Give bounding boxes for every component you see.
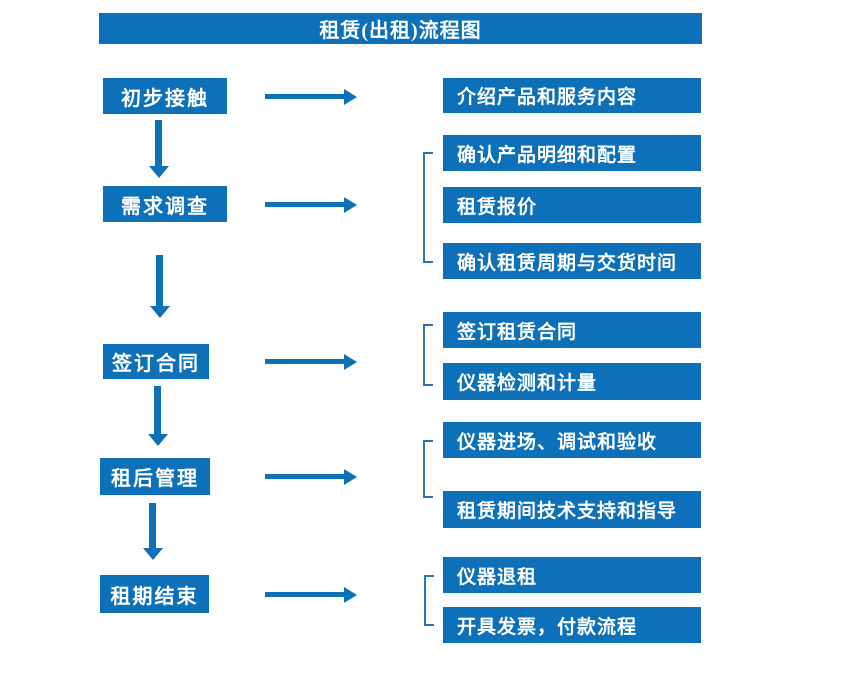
step-post-rental-management: 租后管理 [100, 458, 210, 495]
detail-instrument-return: 仪器退租 [443, 557, 701, 593]
detail-instrument-arrival-acceptance: 仪器进场、调试和验收 [443, 422, 701, 458]
arrow-down-icon [148, 120, 169, 178]
bracket-rental-end-details [424, 575, 434, 626]
detail-confirm-period-delivery: 确认租赁周期与交货时间 [443, 243, 701, 279]
detail-introduce-products-services: 介绍产品和服务内容 [443, 78, 701, 113]
arrow-down-icon [147, 386, 168, 446]
arrow-right-icon [265, 88, 357, 105]
detail-confirm-product-spec: 确认产品明细和配置 [443, 135, 701, 171]
step-sign-contract: 签订合同 [103, 344, 209, 379]
arrow-right-icon [265, 196, 357, 213]
bracket-sign-contract-details [423, 324, 433, 386]
detail-instrument-testing: 仪器检测和计量 [443, 363, 701, 400]
detail-rental-quotation: 租赁报价 [443, 187, 701, 223]
arrow-down-icon [149, 255, 170, 318]
detail-invoice-payment: 开具发票，付款流程 [443, 607, 701, 643]
arrow-right-icon [265, 586, 357, 603]
bracket-post-rental-details [423, 440, 433, 498]
detail-sign-rental-contract: 签订租赁合同 [443, 312, 701, 348]
detail-tech-support: 租赁期间技术支持和指导 [443, 491, 701, 528]
step-rental-end: 租期结束 [100, 575, 209, 613]
arrow-right-icon [265, 353, 357, 370]
arrow-right-icon [265, 468, 357, 485]
bracket-needs-survey-details [423, 152, 433, 263]
step-needs-survey: 需求调查 [103, 186, 227, 222]
flowchart-title: 租赁(出租)流程图 [99, 13, 702, 44]
step-initial-contact: 初步接触 [103, 78, 227, 114]
arrow-down-icon [142, 503, 163, 560]
